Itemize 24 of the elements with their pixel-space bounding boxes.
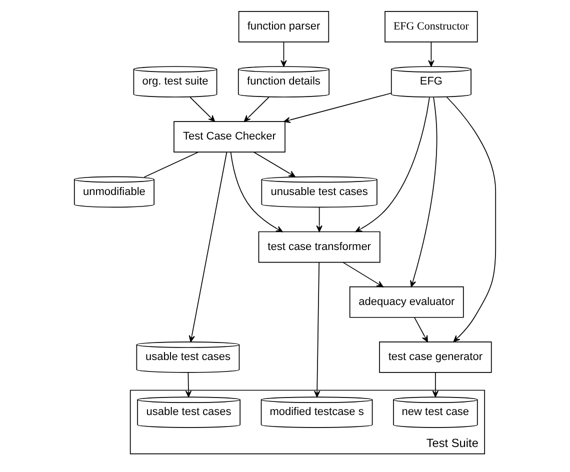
- arrow: [316, 206, 322, 232]
- arrow: [314, 262, 320, 398]
- arrow: [284, 92, 392, 123]
- arrow: [188, 152, 228, 342]
- arrow: [432, 372, 439, 398]
- node-box: adequacy evaluator: [349, 286, 464, 318]
- node-box: test case generator: [379, 342, 492, 373]
- arrow: [253, 152, 296, 178]
- node-box: Test Case Checker: [174, 121, 286, 153]
- arrow: [230, 152, 283, 232]
- arrow: [428, 42, 434, 67]
- arrow: [414, 317, 428, 342]
- node-box: function parser: [238, 10, 330, 42]
- arrow: [342, 262, 384, 288]
- arrow: [190, 96, 216, 122]
- arrow: [355, 96, 430, 232]
- arrow: [410, 96, 438, 288]
- node-box: test case transformer: [258, 231, 380, 263]
- arrow: [446, 96, 496, 342]
- arrow: [280, 42, 287, 67]
- arrow: [244, 96, 270, 122]
- connector: [144, 152, 199, 178]
- arrow: [185, 372, 192, 398]
- node-box: EFG Constructor: [384, 10, 478, 42]
